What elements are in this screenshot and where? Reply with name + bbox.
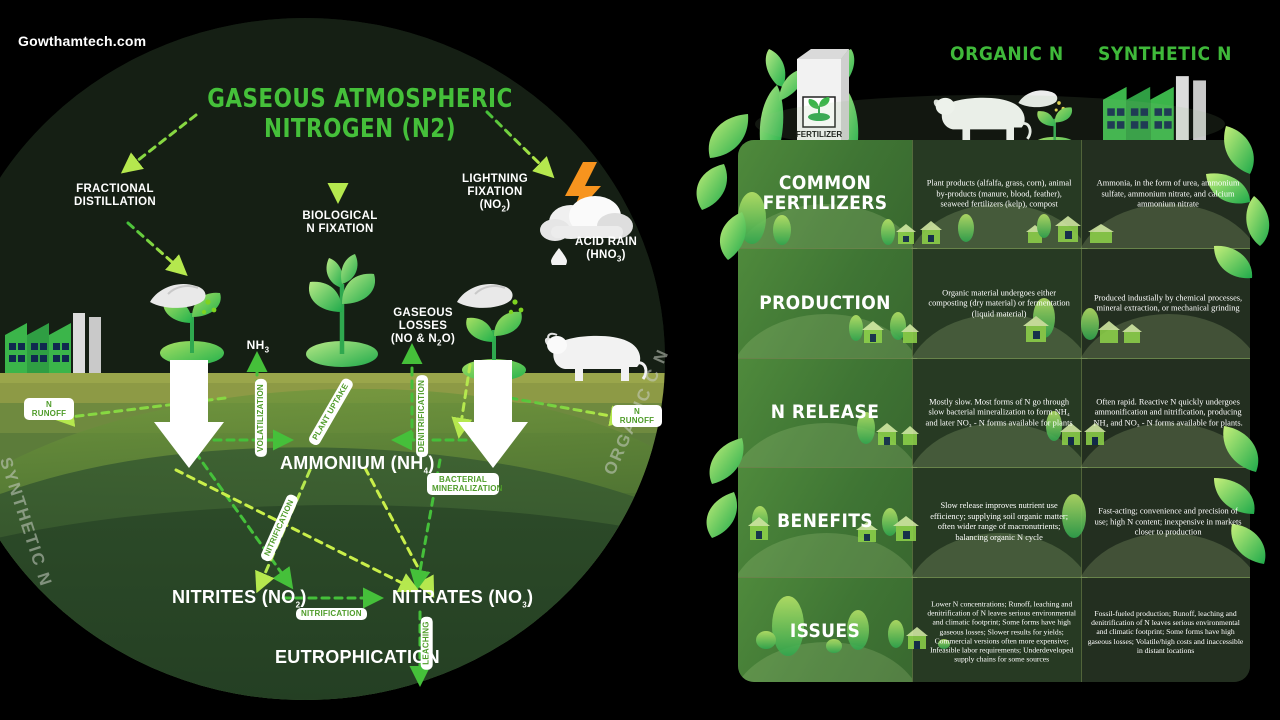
cloud-icon: [540, 196, 633, 241]
table-row: N RELEASE Mostly slow. Most forms of N g…: [738, 358, 1250, 494]
tag-nitrification-horizontal: NITRIFICATION: [296, 608, 367, 620]
cell-text-organic: Lower N concentrations; Runoff, leaching…: [927, 599, 1076, 664]
cell-text-synthetic: Fast-acting; convenience and precision o…: [1094, 506, 1242, 537]
row-label: ISSUES: [789, 619, 861, 642]
label-nitrates: NITRATES (NO3): [392, 587, 534, 610]
cell-text-organic: Slow release improves nutrient use effic…: [930, 501, 1069, 542]
raindrop-icon: [551, 248, 567, 265]
lightning-bolt-icon: [565, 162, 601, 222]
column-header-synthetic-n: SYNTHETIC N: [1098, 43, 1233, 65]
storm-cloud-group: [540, 162, 633, 265]
hand-sowing-icon: [150, 283, 217, 315]
label-eutrophication: EUTROPHICATION: [275, 647, 440, 667]
factory-icon: [5, 313, 101, 373]
column-header-organic-n: ORGANIC N: [950, 43, 1064, 65]
fertilizer-bag-icon: FERTILIZER: [759, 49, 859, 149]
hand-sowing-icon: [457, 283, 524, 315]
row-label: N RELEASE: [770, 401, 880, 423]
label-nitrites: NITRITES (NO2): [172, 587, 307, 610]
cell-text-synthetic: Fossil-fueled production; Runoff, leachi…: [1087, 608, 1244, 655]
tag-leaching: LEACHING: [420, 616, 433, 670]
synthetic-cell: [1081, 577, 1250, 682]
cycle-title: GASEOUS ATMOSPHERIC NITROGEN (N2): [207, 84, 513, 144]
cell-text-organic: Plant products (alfalfa, grass, corn), a…: [926, 178, 1072, 209]
label-ammonium: AMMONIUM (NH4): [280, 453, 435, 476]
synthetic-cell: [1073, 468, 1250, 603]
label-acid-rain: ACID RAIN(HNO3): [574, 236, 638, 264]
tag-volatilization: VOLATILIZATION: [254, 379, 267, 457]
tag-denitrification: DENITRIFICATION: [416, 374, 429, 458]
factory-icon: [1103, 76, 1206, 141]
cell-text-synthetic: Ammonia, in the form of urea, ammonium s…: [1096, 178, 1240, 209]
svg-text:FERTILIZER: FERTILIZER: [796, 130, 842, 139]
soil-layer-3: [0, 505, 665, 700]
sprout-icon: [306, 254, 378, 367]
row-label: BENEFITS: [777, 510, 873, 533]
cell-text-organic: Organic material undergoes either compos…: [928, 287, 1070, 318]
organic-cell: [912, 577, 1083, 682]
cell-text-organic: Mostly slow. Most forms of N go through …: [925, 397, 1073, 428]
table-row: ISSUES Lower N concentrations; Runoff, l…: [738, 577, 1250, 682]
row-label: PRODUCTION: [759, 291, 891, 314]
cow-icon: [544, 332, 648, 381]
label-nh3: NH3: [246, 338, 270, 355]
sprout-icon: [160, 292, 224, 365]
table-row: PRODUCTION Organic material undergoes ei…: [738, 249, 1250, 384]
cow-icon: [933, 97, 1032, 141]
table-row: BENEFITS Slow release improves nutrient …: [738, 468, 1250, 603]
cell-text-synthetic: Produced industially by chemical process…: [1093, 293, 1243, 313]
cell-text-synthetic: Often rapid. Reactive N quickly undergoe…: [1093, 397, 1243, 428]
hill-shape: [738, 641, 925, 682]
